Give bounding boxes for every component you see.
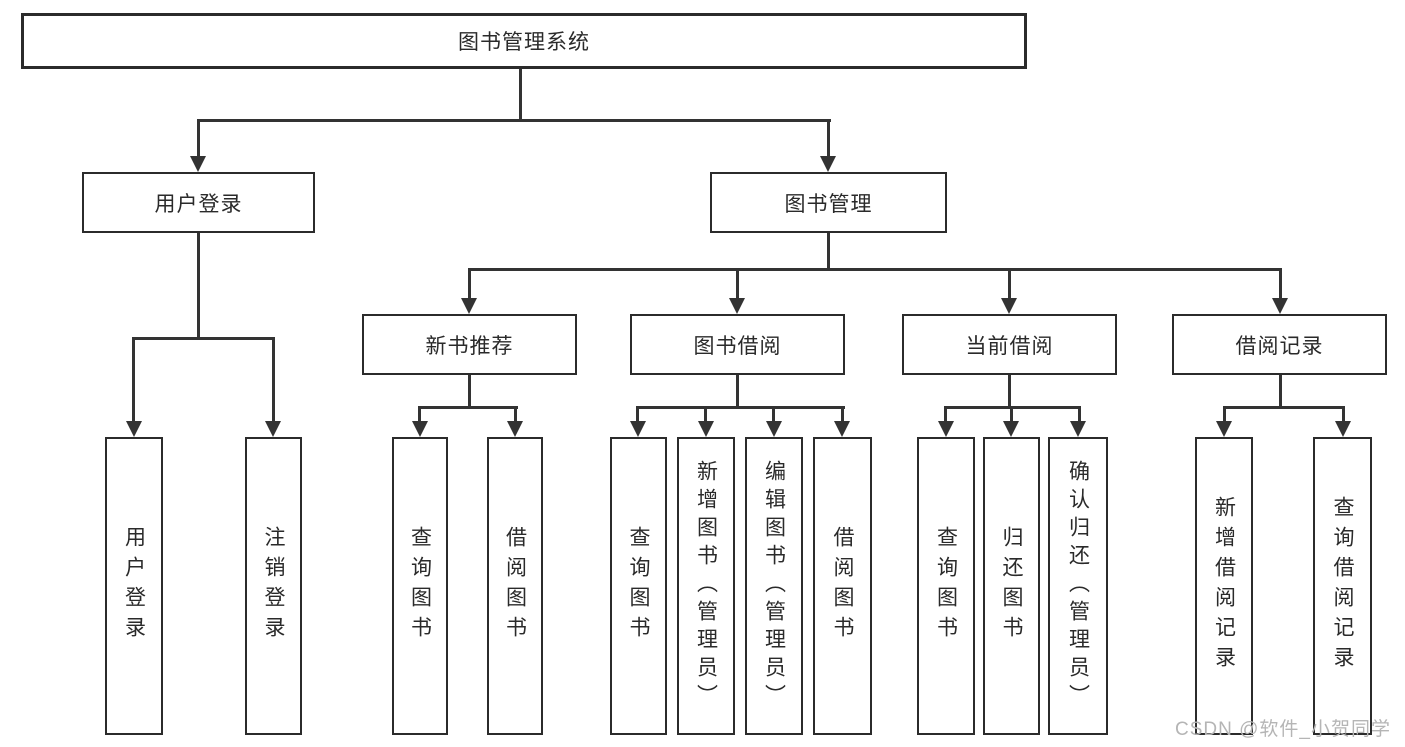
connector-line bbox=[197, 233, 200, 340]
arrowhead bbox=[412, 421, 428, 437]
leaf-query-borrow-record: 查询借阅记录 bbox=[1313, 437, 1372, 735]
leaf-user-login: 用户登录 bbox=[105, 437, 163, 735]
connector-line bbox=[197, 119, 831, 122]
node-new-book-recommend-label: 新书推荐 bbox=[425, 334, 514, 358]
leaf-add-book-admin: 新增图书（管理员） bbox=[677, 437, 735, 735]
connector-line bbox=[132, 337, 135, 423]
connector-line bbox=[636, 406, 845, 409]
connector-line bbox=[827, 119, 830, 158]
connector-line bbox=[418, 406, 518, 409]
connector-line bbox=[1008, 268, 1011, 300]
arrowhead bbox=[265, 421, 281, 437]
leaf-edit-book-admin: 编辑图书（管理员） bbox=[745, 437, 803, 735]
leaf-user-login-label: 用户登录 bbox=[122, 526, 146, 646]
node-book-management-label: 图书管理 bbox=[784, 192, 873, 216]
connector-line bbox=[132, 337, 275, 340]
connector-line bbox=[841, 406, 844, 424]
connector-line bbox=[772, 406, 775, 424]
connector-line bbox=[1223, 406, 1345, 409]
leaf-borrow-book-recommend-label: 借阅图书 bbox=[503, 526, 527, 646]
leaf-confirm-return-admin-label: 确认归还（管理员） bbox=[1066, 460, 1090, 712]
leaf-borrow-book-recommend: 借阅图书 bbox=[487, 437, 543, 735]
connector-line bbox=[1010, 406, 1013, 424]
leaf-add-book-admin-label: 新增图书（管理员） bbox=[694, 460, 718, 712]
arrowhead bbox=[461, 298, 477, 314]
connector-line bbox=[704, 406, 707, 424]
leaf-add-borrow-record: 新增借阅记录 bbox=[1195, 437, 1253, 735]
connector-line bbox=[1223, 406, 1226, 424]
arrowhead bbox=[1335, 421, 1351, 437]
node-user-login-label: 用户登录 bbox=[154, 192, 243, 216]
leaf-edit-book-admin-label: 编辑图书（管理员） bbox=[762, 460, 786, 712]
arrowhead bbox=[1001, 298, 1017, 314]
leaf-query-book-borrow-label: 查询图书 bbox=[627, 526, 650, 646]
connector-line bbox=[519, 69, 522, 121]
connector-line bbox=[827, 233, 830, 270]
node-book-borrow-label: 图书借阅 bbox=[693, 334, 782, 358]
leaf-query-book-current: 查询图书 bbox=[917, 437, 975, 735]
connector-line bbox=[272, 337, 275, 423]
arrowhead bbox=[507, 421, 523, 437]
leaf-logout: 注销登录 bbox=[245, 437, 302, 735]
arrowhead bbox=[1216, 421, 1232, 437]
arrowhead bbox=[190, 156, 206, 172]
node-current-borrow: 当前借阅 bbox=[902, 314, 1117, 375]
connector-line bbox=[736, 375, 739, 409]
connector-line bbox=[1008, 375, 1011, 409]
leaf-borrow-book-label: 借阅图书 bbox=[831, 526, 854, 646]
leaf-confirm-return-admin: 确认归还（管理员） bbox=[1048, 437, 1108, 735]
arrowhead bbox=[1272, 298, 1288, 314]
node-borrow-record: 借阅记录 bbox=[1172, 314, 1387, 375]
connector-line bbox=[468, 268, 1282, 271]
node-current-borrow-label: 当前借阅 bbox=[965, 334, 1054, 358]
connector-line bbox=[468, 375, 471, 409]
connector-line bbox=[1279, 268, 1282, 300]
leaf-add-borrow-record-label: 新增借阅记录 bbox=[1212, 496, 1236, 676]
arrowhead bbox=[766, 421, 782, 437]
node-user-login: 用户登录 bbox=[82, 172, 315, 233]
leaf-query-book-recommend-label: 查询图书 bbox=[408, 526, 432, 646]
arrowhead bbox=[1070, 421, 1086, 437]
node-book-management: 图书管理 bbox=[710, 172, 947, 233]
node-borrow-record-label: 借阅记录 bbox=[1235, 334, 1324, 358]
connector-line bbox=[1078, 406, 1081, 424]
connector-line bbox=[514, 406, 517, 424]
connector-line bbox=[1342, 406, 1345, 424]
leaf-return-book: 归还图书 bbox=[983, 437, 1040, 735]
node-new-book-recommend: 新书推荐 bbox=[362, 314, 577, 375]
arrowhead bbox=[834, 421, 850, 437]
csdn-watermark: CSDN @软件_小贺同学 bbox=[1175, 719, 1391, 740]
connector-line bbox=[944, 406, 947, 424]
node-root: 图书管理系统 bbox=[21, 13, 1027, 69]
arrowhead bbox=[820, 156, 836, 172]
leaf-query-book-current-label: 查询图书 bbox=[934, 526, 958, 646]
node-book-borrow: 图书借阅 bbox=[630, 314, 845, 375]
leaf-logout-label: 注销登录 bbox=[262, 526, 285, 646]
arrowhead bbox=[938, 421, 954, 437]
connector-line bbox=[1279, 375, 1282, 409]
leaf-query-book-borrow: 查询图书 bbox=[610, 437, 667, 735]
connector-line bbox=[197, 119, 200, 158]
arrowhead bbox=[630, 421, 646, 437]
arrowhead bbox=[1003, 421, 1019, 437]
node-root-label: 图书管理系统 bbox=[458, 31, 590, 54]
leaf-query-book-recommend: 查询图书 bbox=[392, 437, 448, 735]
connector-line bbox=[636, 406, 639, 424]
arrowhead bbox=[126, 421, 142, 437]
leaf-query-borrow-record-label: 查询借阅记录 bbox=[1331, 496, 1354, 676]
connector-line bbox=[418, 406, 421, 424]
leaf-borrow-book: 借阅图书 bbox=[813, 437, 872, 735]
connector-line bbox=[736, 268, 739, 300]
leaf-return-book-label: 归还图书 bbox=[1000, 526, 1023, 646]
connector-line bbox=[468, 268, 471, 300]
arrowhead bbox=[729, 298, 745, 314]
arrowhead bbox=[698, 421, 714, 437]
